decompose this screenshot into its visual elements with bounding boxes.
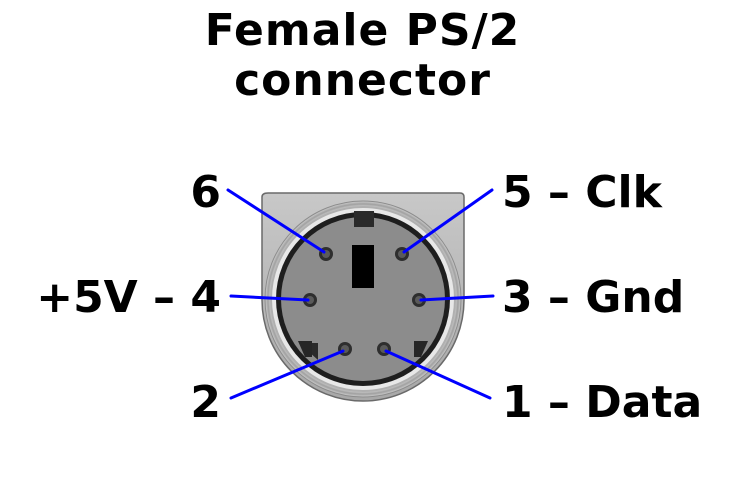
center-key (352, 245, 374, 288)
pin-3-label: 3 – Gnd (502, 272, 685, 323)
leader-lines (226, 188, 495, 400)
leader-line-pin-5 (402, 188, 494, 254)
diagram-title: Female PS/2 connector (0, 6, 725, 106)
bottom-left-key-block (298, 341, 312, 357)
leader-line-pin-1 (384, 349, 492, 400)
pin-4-hole (303, 293, 317, 307)
pin-2-label: 2 (190, 377, 221, 428)
bottom-right-key-block (414, 341, 428, 357)
pin-4-label: +5V – 4 (36, 272, 221, 323)
pin-3-hole (412, 293, 426, 307)
leader-line-pin-4 (229, 294, 310, 302)
leader-line-pin-2 (229, 349, 345, 400)
pin-5-label: 5 – Clk (502, 167, 662, 218)
leader-line-pin-6 (226, 188, 326, 254)
leader-line-pin-3 (419, 294, 495, 302)
pin-holes (303, 247, 426, 356)
title-line-2: connector (234, 55, 491, 106)
top-notch (354, 211, 374, 227)
pin-2-hole (338, 342, 352, 356)
pin-6-label: 6 (190, 167, 221, 218)
title-line-1: Female PS/2 (204, 5, 521, 56)
pin-1-label: 1 – Data (502, 377, 703, 428)
